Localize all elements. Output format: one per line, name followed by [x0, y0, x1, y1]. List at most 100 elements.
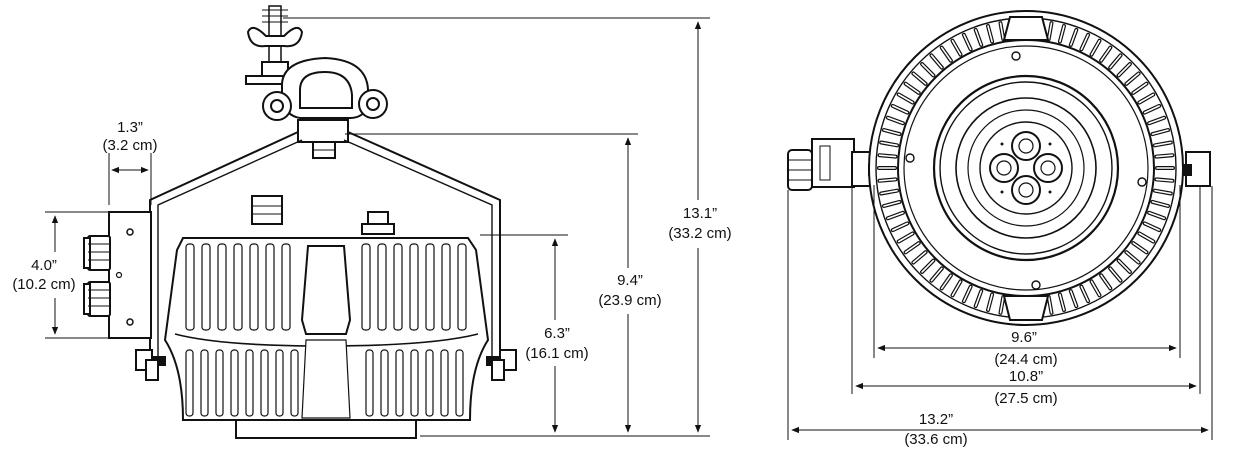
- heat-sink-fin: [987, 293, 993, 311]
- heat-sink-fin: [1109, 267, 1122, 282]
- heat-sink-fin: [940, 46, 952, 62]
- dim-total-height: [283, 17, 710, 437]
- top-connectors: [251, 195, 395, 235]
- side-view-fixture: [83, 5, 517, 439]
- heat-sink-fin: [455, 349, 464, 417]
- heat-sink-fin: [185, 243, 195, 331]
- heat-sink-fin: [217, 243, 227, 331]
- heat-sink-fin: [880, 189, 898, 195]
- dim-total-width-metric: (33.6 cm): [904, 431, 967, 448]
- heat-sink-fin: [999, 22, 1005, 40]
- heat-sink-fin: [265, 243, 275, 331]
- dim-body-width: [851, 186, 1201, 394]
- fixture-body: [135, 237, 517, 439]
- heat-sink-fin: [951, 280, 962, 297]
- heat-sink-fin: [1047, 22, 1053, 40]
- heat-sink-fin: [275, 349, 284, 417]
- heat-sink-fin: [1143, 105, 1160, 114]
- heat-sink-fin: [249, 243, 259, 331]
- heat-sink-fin: [1109, 54, 1122, 69]
- dim-total-width-imperial: 13.2”: [919, 411, 953, 428]
- heat-sink-fin: [987, 25, 993, 43]
- heat-sink-fin: [904, 242, 920, 254]
- heat-sink-fin: [201, 243, 211, 331]
- dim-body-width-imperial: 10.8”: [1009, 368, 1043, 385]
- heat-sink-fin: [878, 154, 897, 158]
- heat-sink-fin: [1090, 280, 1101, 297]
- heat-sink-fin: [393, 243, 403, 331]
- clamp: [262, 56, 388, 159]
- heat-sink-fin: [1070, 29, 1078, 46]
- heat-sink-fin: [1117, 63, 1131, 77]
- heat-sink-fin: [425, 243, 435, 331]
- dim-total-height-metric: (33.2 cm): [668, 225, 731, 242]
- heat-sink-fin: [457, 243, 467, 331]
- heat-sink-fin: [930, 54, 943, 69]
- heat-sink-fin: [883, 129, 901, 135]
- heat-sink-fin: [963, 285, 972, 303]
- dim-bracket-height: [45, 211, 109, 339]
- heat-sink-fin: [185, 349, 194, 417]
- heat-sink-fin: [1132, 242, 1148, 254]
- dim-body-height-metric: (16.1 cm): [525, 345, 588, 362]
- heat-sink-fin: [1100, 274, 1112, 290]
- heat-sink-fin: [245, 349, 254, 417]
- dim-lens-diameter: [873, 185, 1181, 358]
- heat-sink-fin: [1100, 46, 1112, 62]
- dim-bracket-height-imperial: 4.0”: [31, 257, 57, 274]
- heat-sink-fin: [281, 243, 291, 331]
- heat-sink-fin: [1151, 129, 1169, 135]
- heat-sink-fin: [1148, 116, 1165, 124]
- heat-sink-fin: [377, 243, 387, 331]
- heat-sink-fin: [425, 349, 434, 417]
- dim-total-height-imperial: 13.1”: [683, 205, 717, 222]
- heat-sink-fin: [395, 349, 404, 417]
- heat-sink-fin: [1154, 189, 1172, 195]
- heat-sink-fin: [365, 349, 374, 417]
- heat-sink-fin: [200, 349, 209, 417]
- heat-sink-fin: [912, 251, 927, 264]
- heat-sink-fin: [1155, 154, 1174, 158]
- heat-sink-fin: [230, 349, 239, 417]
- heat-sink-fin: [1138, 93, 1155, 104]
- heat-sink-fin: [883, 201, 901, 207]
- heat-sink-fin: [999, 296, 1005, 314]
- heat-sink-fin: [912, 72, 927, 85]
- heat-sink-fin: [1117, 259, 1131, 273]
- heat-sink-fin: [887, 212, 904, 220]
- heat-sink-fin: [290, 349, 299, 417]
- heat-sink-fin: [1080, 33, 1089, 51]
- heat-sink-fin: [1080, 285, 1089, 303]
- heat-sink-fin: [1125, 251, 1140, 264]
- led-cluster: [989, 131, 1063, 205]
- power-bracket: [83, 211, 152, 339]
- heat-sink-fin: [380, 349, 389, 417]
- front-connector: [787, 138, 855, 191]
- heat-sink-fin: [1059, 293, 1065, 311]
- heat-sink-fin: [878, 178, 897, 182]
- wing-nut: [245, 5, 304, 85]
- heat-sink-fin: [1047, 296, 1053, 314]
- heat-sink-fin: [897, 93, 914, 104]
- dim-bracket-height-metric: (10.2 cm): [12, 276, 75, 293]
- heat-sink-fin: [1132, 82, 1148, 94]
- dim-body-width-metric: (27.5 cm): [994, 390, 1057, 407]
- heat-sink-fin: [887, 116, 904, 124]
- heat-sink-fin: [1090, 39, 1101, 56]
- dim-total-width: [787, 186, 1213, 440]
- heat-sink-fin: [880, 141, 898, 147]
- dim-yoke-height-imperial: 9.4”: [617, 272, 643, 289]
- heat-sink-fin: [1138, 232, 1155, 243]
- heat-sink-fin: [930, 267, 943, 282]
- heat-sink-fin: [410, 349, 419, 417]
- heat-sink-fin: [921, 63, 935, 77]
- heat-sink-fin: [1155, 178, 1174, 182]
- heat-sink-fin: [963, 33, 972, 51]
- heat-sink-fin: [1148, 212, 1165, 220]
- heat-sink-fin: [904, 82, 920, 94]
- heat-sink-fin: [1059, 25, 1065, 43]
- dim-clamp-offset: [108, 153, 152, 205]
- yoke: [149, 131, 501, 360]
- dim-clamp-offset-metric: (3.2 cm): [102, 137, 157, 154]
